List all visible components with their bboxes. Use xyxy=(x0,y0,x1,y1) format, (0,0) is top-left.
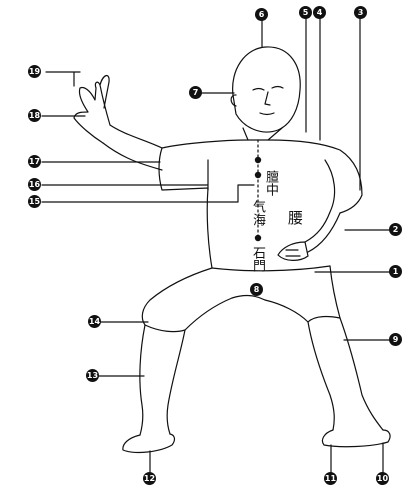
leader-15 xyxy=(42,185,254,202)
mouth xyxy=(260,113,274,115)
marker-9: 9 xyxy=(389,333,402,346)
right-foot xyxy=(322,430,390,447)
acupoint-dot xyxy=(255,235,261,241)
leader-19 xyxy=(46,72,80,86)
crotch xyxy=(232,296,265,300)
marker-19: 19 xyxy=(28,65,41,78)
left-arm-upper xyxy=(103,125,162,170)
marker-16: 16 xyxy=(28,178,41,191)
left-foot xyxy=(123,434,175,452)
eyes xyxy=(253,87,283,91)
marker-6: 6 xyxy=(255,8,268,21)
torso-right xyxy=(268,140,362,213)
left-shin xyxy=(140,325,185,435)
lower-label: 石門 xyxy=(251,246,264,272)
marker-18: 18 xyxy=(28,109,41,122)
leader-16 xyxy=(42,160,208,190)
waist-label: 腰 xyxy=(288,210,301,225)
marker-1: 1 xyxy=(389,265,402,278)
torso-left xyxy=(159,140,248,268)
marker-15: 15 xyxy=(28,195,41,208)
pants-left xyxy=(142,268,232,332)
marker-13: 13 xyxy=(86,369,99,382)
marker-17: 17 xyxy=(28,155,41,168)
marker-14: 14 xyxy=(88,315,101,328)
marker-8: 8 xyxy=(250,283,263,296)
marker-7: 7 xyxy=(189,86,202,99)
marker-10: 10 xyxy=(376,472,389,485)
marker-3: 3 xyxy=(354,6,367,19)
acupoint-dot xyxy=(255,172,261,178)
pants-right xyxy=(265,266,340,322)
shirt-hem xyxy=(212,266,330,271)
head xyxy=(233,47,301,132)
chest-label: 膻中 xyxy=(264,170,277,196)
marker-5: 5 xyxy=(299,6,312,19)
hand-on-hip xyxy=(278,242,308,260)
marker-12: 12 xyxy=(143,472,156,485)
nose xyxy=(265,92,270,105)
right-arm xyxy=(305,160,340,252)
belly-label: 气海 xyxy=(251,200,264,226)
right-shin xyxy=(308,318,383,430)
acupoint-dot xyxy=(255,157,261,163)
collar xyxy=(243,128,282,140)
marker-11: 11 xyxy=(324,472,337,485)
marker-2: 2 xyxy=(389,223,402,236)
marker-4: 4 xyxy=(313,6,326,19)
left-hand xyxy=(74,82,110,143)
